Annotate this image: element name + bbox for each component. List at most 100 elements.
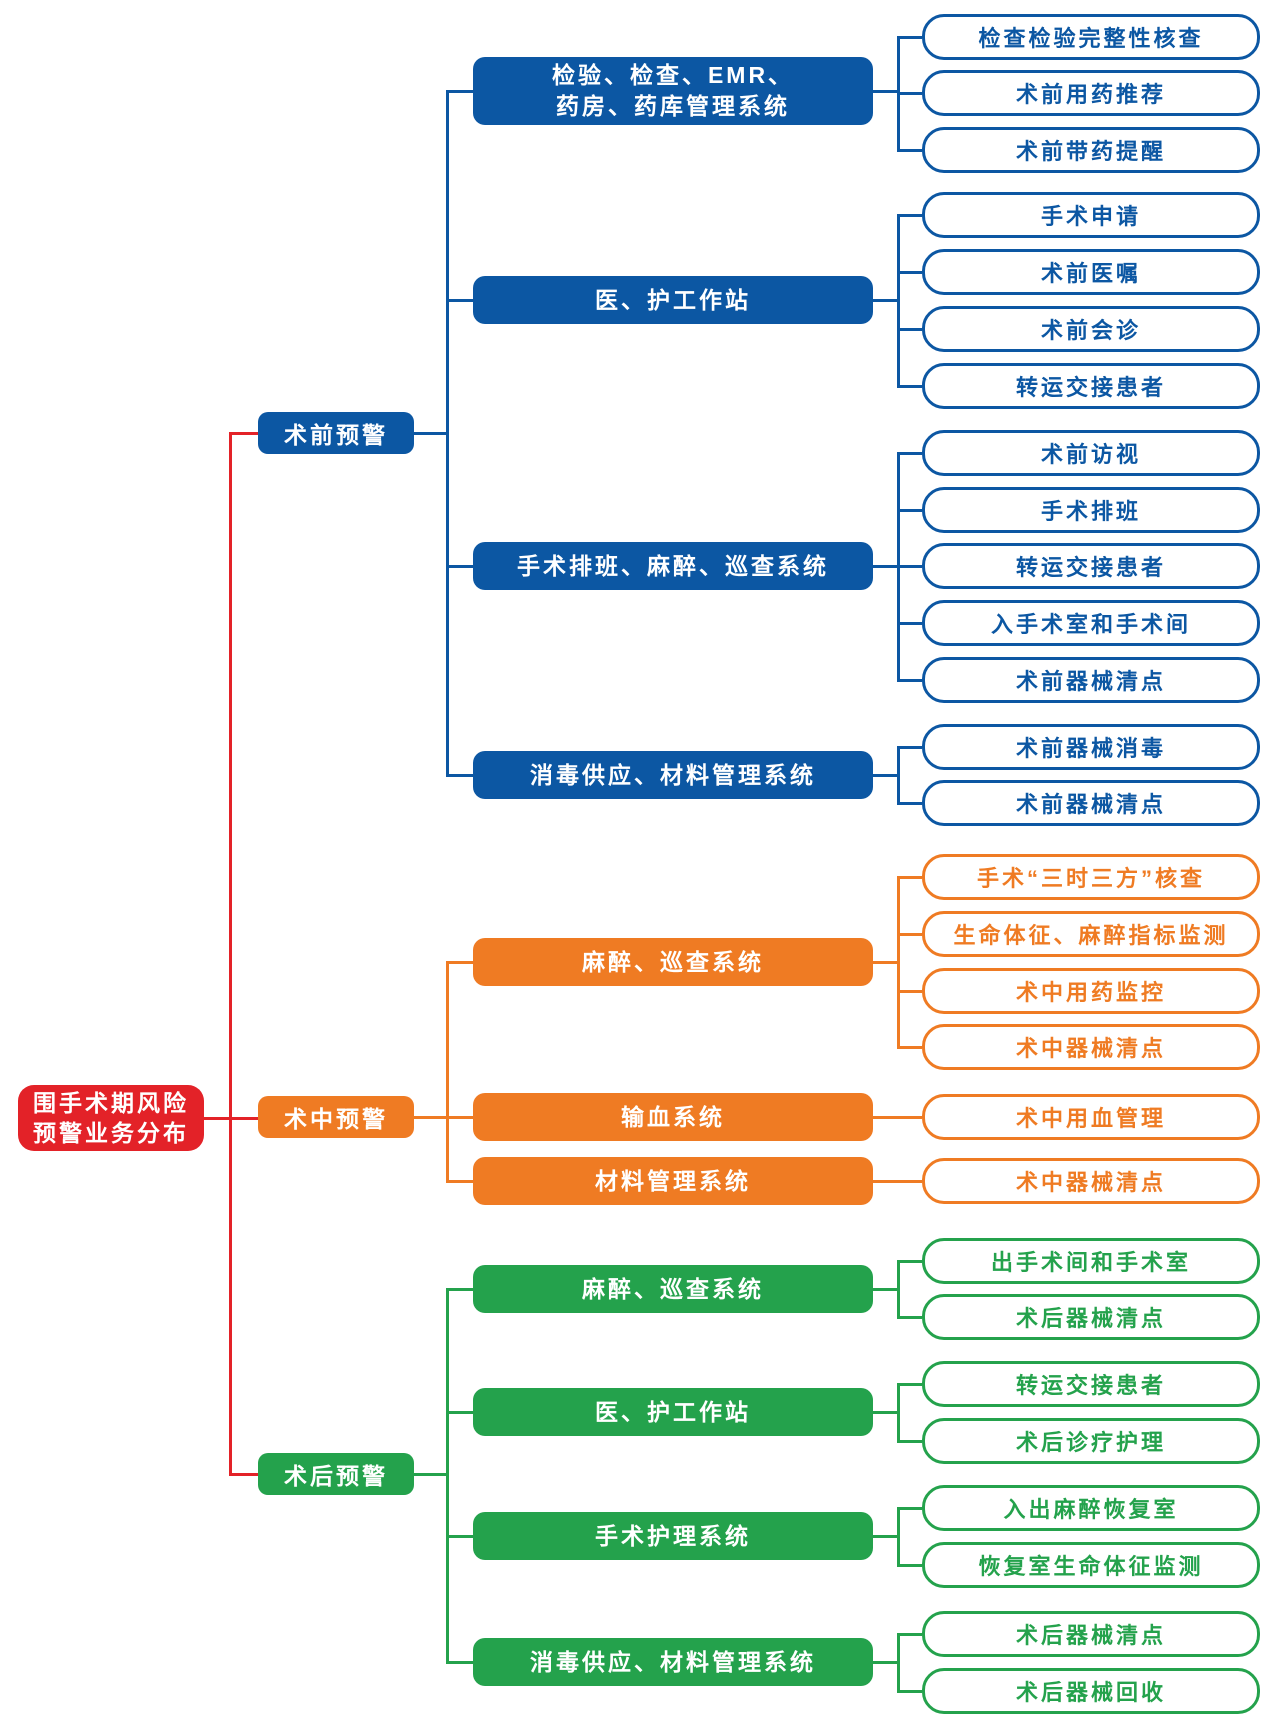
connector-line [873, 1115, 922, 1119]
connector-line [898, 1563, 922, 1567]
task-node: 手术“三时三方”核查 [922, 854, 1260, 900]
connector-line [447, 960, 473, 964]
task-node: 入手术室和手术间 [922, 600, 1260, 646]
task-node: 术后器械回收 [922, 1668, 1260, 1714]
connector-line [447, 1287, 473, 1291]
connector-line [230, 1472, 258, 1476]
task-node: 术中用血管理 [922, 1094, 1260, 1140]
connector-line [898, 508, 922, 512]
connector-line [898, 875, 922, 879]
system-node: 麻醉、巡查系统 [473, 938, 873, 986]
system-node: 材料管理系统 [473, 1157, 873, 1205]
task-node: 手术申请 [922, 192, 1260, 238]
root-node: 围手术期风险 预警业务分布 [18, 1085, 204, 1151]
connector-line [896, 1259, 900, 1319]
connector-line [896, 875, 900, 1049]
connector-line [896, 1506, 900, 1567]
connector-line [898, 148, 922, 152]
connector-line [447, 1410, 473, 1414]
connector-line [230, 431, 258, 435]
connector-line [898, 35, 922, 39]
task-node: 术后诊疗护理 [922, 1418, 1260, 1464]
task-node: 术中用药监控 [922, 968, 1260, 1014]
system-node: 输血系统 [473, 1093, 873, 1141]
task-node: 术中器械清点 [922, 1158, 1260, 1204]
task-node: 入出麻醉恢复室 [922, 1485, 1260, 1531]
connector-line [898, 745, 922, 749]
task-node: 手术排班 [922, 487, 1260, 533]
connector-line [447, 1179, 473, 1183]
connector-line [898, 1689, 922, 1693]
connector-line [873, 1660, 898, 1664]
connector-line [898, 932, 922, 936]
connector-line [447, 89, 473, 93]
branch-node-post-op: 术后预警 [258, 1453, 414, 1495]
connector-line [898, 621, 922, 625]
connector-line [873, 1410, 898, 1414]
connector-line [873, 960, 898, 964]
connector-line [445, 1287, 449, 1664]
connector-line [898, 213, 922, 217]
task-node: 转运交接患者 [922, 543, 1260, 589]
connector-line [447, 773, 473, 777]
connector-line [447, 1115, 473, 1119]
connector-line [414, 431, 447, 435]
system-node: 医、护工作站 [473, 1388, 873, 1436]
task-node: 术前器械清点 [922, 780, 1260, 826]
connector-line [898, 564, 922, 568]
task-node: 术后器械清点 [922, 1611, 1260, 1657]
system-node: 医、护工作站 [473, 276, 873, 324]
connector-line [898, 384, 922, 388]
branch-node-intra-op: 术中预警 [258, 1096, 414, 1138]
connector-line [896, 745, 900, 805]
connector-line [898, 989, 922, 993]
connector-line [873, 1534, 898, 1538]
task-node: 术前器械消毒 [922, 724, 1260, 770]
task-node: 生命体征、麻醉指标监测 [922, 911, 1260, 957]
system-node: 消毒供应、材料管理系统 [473, 751, 873, 799]
system-node: 手术护理系统 [473, 1512, 873, 1560]
task-node: 术前医嘱 [922, 249, 1260, 295]
connector-line [873, 564, 898, 568]
system-node: 检验、检查、EMR、 药房、药库管理系统 [473, 57, 873, 125]
connector-line [873, 1179, 922, 1183]
task-node: 转运交接患者 [922, 1361, 1260, 1407]
task-node: 出手术间和手术室 [922, 1238, 1260, 1284]
connector-line [898, 1382, 922, 1386]
connector-line [445, 960, 449, 1183]
system-node: 麻醉、巡查系统 [473, 1265, 873, 1313]
connector-line [873, 773, 898, 777]
connector-line [896, 213, 900, 388]
connector-line [447, 1534, 473, 1538]
task-node: 术前访视 [922, 430, 1260, 476]
connector-line [898, 91, 922, 95]
task-node: 恢复室生命体征监测 [922, 1542, 1260, 1588]
connector-line [898, 1045, 922, 1049]
task-node: 术前用药推荐 [922, 70, 1260, 116]
connector-line [447, 1660, 473, 1664]
connector-line [898, 327, 922, 331]
task-node: 转运交接患者 [922, 363, 1260, 409]
task-node: 术后器械清点 [922, 1294, 1260, 1340]
connector-line [873, 298, 898, 302]
connector-line [898, 678, 922, 682]
branch-node-pre-op: 术前预警 [258, 412, 414, 454]
task-node: 术前器械清点 [922, 657, 1260, 703]
connector-line [898, 1439, 922, 1443]
connector-line [896, 1632, 900, 1693]
connector-line [898, 270, 922, 274]
connector-line [898, 801, 922, 805]
connector-line [896, 1382, 900, 1443]
system-node: 消毒供应、材料管理系统 [473, 1638, 873, 1686]
connector-line [898, 451, 922, 455]
connector-line [898, 1315, 922, 1319]
task-node: 术中器械清点 [922, 1024, 1260, 1070]
task-node: 术前带药提醒 [922, 127, 1260, 173]
connector-line [228, 431, 232, 1476]
connector-line [898, 1632, 922, 1636]
connector-line [898, 1506, 922, 1510]
task-node: 术前会诊 [922, 306, 1260, 352]
connector-line [414, 1472, 447, 1476]
connector-line [447, 298, 473, 302]
